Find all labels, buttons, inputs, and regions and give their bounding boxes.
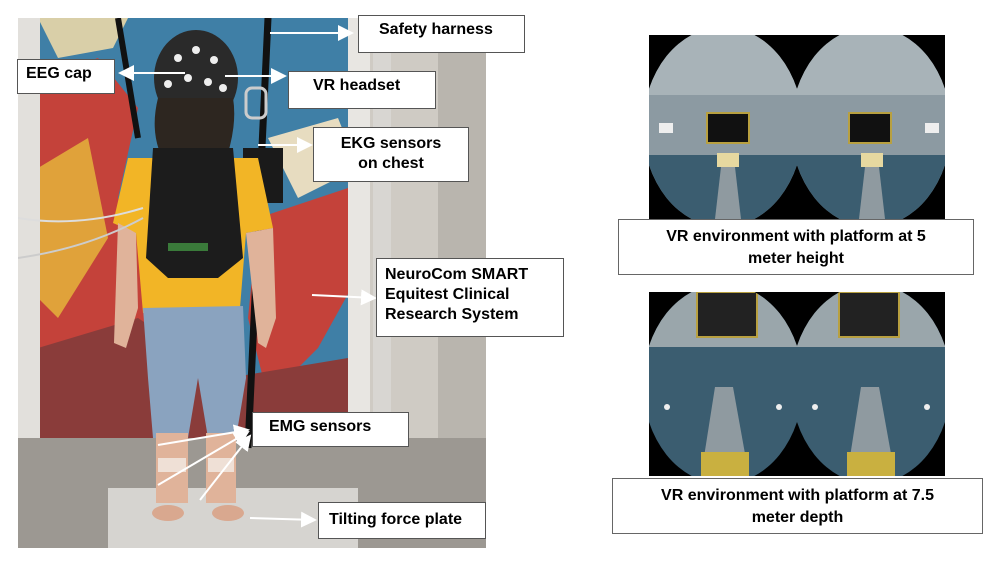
label-neurocom-line2: Equitest Clinical	[385, 286, 510, 303]
label-safety-harness-text: Safety harness	[379, 21, 493, 38]
label-eeg-cap: EEG cap	[17, 59, 115, 94]
label-ekg-sensors: EKG sensors on chest	[313, 127, 469, 182]
vr-view-depth	[649, 292, 945, 476]
vr-height-illustration	[649, 35, 945, 219]
label-safety-harness: Safety harness	[358, 15, 525, 53]
caption-depth-line2: meter depth	[751, 509, 844, 526]
caption-height: VR environment with platform at 5 meter …	[618, 219, 974, 275]
label-vr-headset: VR headset	[288, 71, 436, 109]
label-eeg-cap-text: EEG cap	[26, 65, 92, 82]
label-tilting-force-plate-text: Tilting force plate	[329, 511, 463, 528]
label-neurocom-line1: NeuroCom SMART	[385, 266, 529, 283]
label-neurocom-system: NeuroCom SMART Equitest Clinical Researc…	[376, 258, 564, 337]
label-ekg-line2: on chest	[358, 155, 424, 172]
vr-depth-illustration	[649, 292, 945, 476]
caption-depth-line1: VR environment with platform at 7.5	[661, 487, 934, 504]
label-neurocom-line3: Research System	[385, 306, 519, 323]
label-vr-headset-text: VR headset	[313, 77, 401, 94]
label-tilting-force-plate: Tilting force plate	[318, 502, 486, 539]
caption-depth: VR environment with platform at 7.5 mete…	[612, 478, 983, 534]
vr-view-height	[649, 35, 945, 219]
label-emg-sensors-text: EMG sensors	[269, 418, 372, 435]
caption-height-line2: meter height	[747, 250, 844, 267]
label-ekg-line1: EKG sensors	[340, 135, 442, 152]
caption-height-line1: VR environment with platform at 5	[666, 228, 926, 245]
label-emg-sensors: EMG sensors	[252, 412, 409, 447]
